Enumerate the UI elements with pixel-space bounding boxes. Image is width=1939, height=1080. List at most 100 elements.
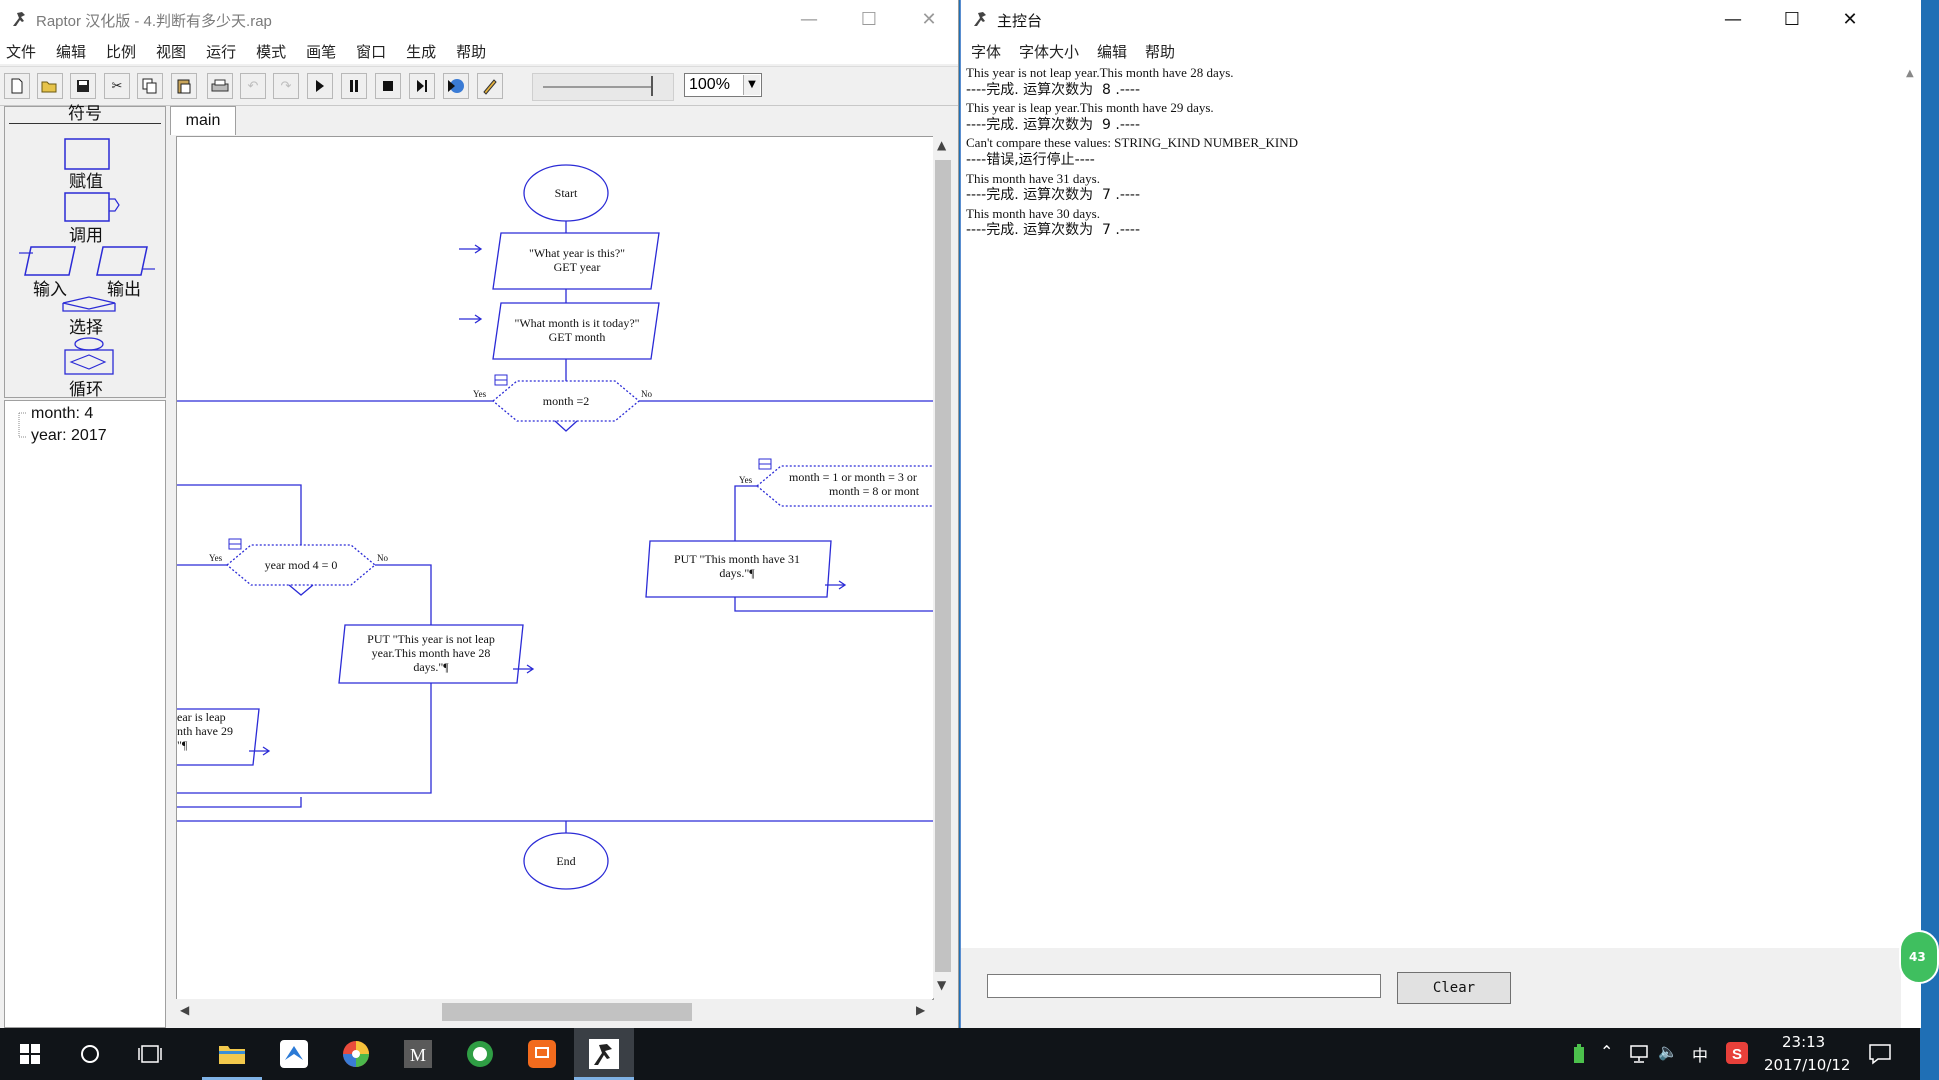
close-icon: ✕ [921,8,937,30]
console-line: ----完成. 运算次数为 7 .---- [966,187,1141,204]
taskbar-app-presentation[interactable] [512,1028,572,1080]
variable-year[interactable]: year: 2017 [31,427,107,444]
print-button[interactable] [207,73,233,99]
new-file-button[interactable] [4,73,30,99]
console-menu-font[interactable]: 字体 [971,42,1002,61]
no-label-1: No [641,389,652,399]
notification-icon[interactable] [1868,1042,1892,1066]
start-button[interactable] [0,1028,60,1080]
close-button[interactable]: ✕ [900,0,958,38]
maximize-button[interactable]: ☐ [840,0,898,38]
palette-header: 符号 [9,106,161,124]
scroll-right-icon[interactable]: ▶ [916,1003,926,1017]
input-label[interactable]: 输入 [33,280,67,300]
palette-shapes [19,138,155,375]
console-menu-help[interactable]: 帮助 [1145,42,1176,61]
redo-button[interactable]: ↷ [273,73,299,99]
menu-edit[interactable]: 编辑 [56,42,87,61]
clock-time[interactable]: 23:13 [1782,1033,1826,1051]
variable-month[interactable]: month: 4 [31,405,94,422]
menu-view[interactable]: 视图 [156,42,187,61]
call-label[interactable]: 调用 [69,226,103,246]
selection-label[interactable]: 选择 [69,318,103,338]
menu-generate[interactable]: 生成 [406,42,437,61]
floating-badge[interactable]: 43 [1899,930,1939,984]
horizontal-scroll-thumb[interactable] [442,1003,692,1021]
taskbar-app-green[interactable] [450,1028,510,1080]
raptor-app-icon [13,12,25,26]
taskbar-app-raptor[interactable] [574,1028,634,1080]
output-28-line1: PUT "This year is not leap [367,632,495,646]
canvas-horizontal-scrollbar[interactable]: ◀ ▶ [176,999,932,1025]
taskbar-app-bird[interactable] [264,1028,324,1080]
paste-button[interactable] [171,73,197,99]
input-year-prompt: "What year is this?" [529,246,625,260]
chevron-down-icon[interactable]: ▼ [743,75,760,95]
ime-indicator[interactable]: 中 [1692,1046,1709,1065]
console-maximize-button[interactable]: ☐ [1763,0,1821,38]
clear-button[interactable]: Clear [1397,972,1511,1004]
menu-mode[interactable]: 模式 [256,42,287,61]
scroll-left-icon[interactable]: ◀ [180,1003,190,1017]
volume-icon[interactable]: 🔈 [1658,1042,1678,1061]
menu-window[interactable]: 窗口 [356,42,387,61]
m-app-icon: M [404,1040,432,1068]
taskbar-app-color[interactable] [326,1028,386,1080]
scroll-up-icon[interactable]: ▲ [1906,68,1914,79]
console-line: This month have 30 days. [966,205,1100,221]
menu-run[interactable]: 运行 [206,42,237,61]
output-31-line2: days."¶ [719,566,755,580]
console-menu-edit[interactable]: 编辑 [1097,42,1128,61]
menu-scale[interactable]: 比例 [106,42,137,61]
speed-slider-thumb[interactable] [651,76,661,96]
cortana-icon [81,1045,99,1063]
chevron-up-icon[interactable]: ⌃ [1600,1042,1614,1061]
task-view-button[interactable] [120,1028,180,1080]
vertical-scroll-thumb[interactable] [935,160,951,972]
pen-button[interactable] [477,73,503,99]
console-minimize-button[interactable]: — [1704,0,1762,38]
network-icon[interactable] [1628,1044,1650,1064]
copy-button[interactable] [137,73,163,99]
connector-put31-merge [734,597,933,612]
console-menu-font-size[interactable]: 字体大小 [1019,42,1080,61]
sogou-icon[interactable]: S [1726,1042,1748,1064]
menu-file[interactable]: 文件 [6,42,37,61]
menu-help[interactable]: 帮助 [456,42,487,61]
decision-month-2-label: month =2 [543,394,589,408]
loop-label[interactable]: 循环 [69,380,103,400]
minimize-button[interactable]: — [780,0,838,38]
scroll-down-icon[interactable]: ▼ [937,978,947,992]
save-icon [77,80,89,92]
speed-slider[interactable] [532,73,674,101]
cut-button[interactable]: ✂ [104,73,130,99]
run-button[interactable] [307,73,333,99]
menu-pen[interactable]: 画笔 [306,42,337,61]
search-button[interactable] [60,1028,120,1080]
console-command-input[interactable] [987,974,1381,998]
stop-button[interactable] [375,73,401,99]
tab-main[interactable]: main [170,106,236,135]
pause-button[interactable] [341,73,367,99]
taskbar-app-m[interactable]: M [388,1028,448,1080]
scroll-up-icon[interactable]: ▲ [937,138,947,152]
save-button[interactable] [70,73,96,99]
run-complete-button[interactable] [443,73,469,99]
output-label[interactable]: 输出 [107,280,141,300]
console-scrollbar[interactable]: ▲ [1901,64,1921,948]
open-file-button[interactable] [37,73,63,99]
connector-decision3-put31 [734,485,757,541]
step-button[interactable] [409,73,435,99]
canvas-vertical-scrollbar[interactable]: ▲ ▼ [933,136,953,998]
console-output[interactable]: This year is not leap year.This month ha… [966,64,1901,240]
console-close-button[interactable]: ✕ [1821,0,1879,38]
input-month-var: GET month [549,330,606,344]
clock-date[interactable]: 2017/10/12 [1764,1056,1851,1074]
assign-label[interactable]: 赋值 [69,172,103,192]
flowchart-canvas[interactable]: Start "What year is this?" GET year "Wha… [176,136,934,1000]
taskbar-file-explorer[interactable] [202,1028,262,1080]
undo-button[interactable]: ↶ [240,73,266,99]
zoom-select[interactable]: 100% ▼ [684,73,762,97]
battery-icon[interactable] [1572,1044,1586,1064]
output-29-line3: "¶ [177,738,188,752]
